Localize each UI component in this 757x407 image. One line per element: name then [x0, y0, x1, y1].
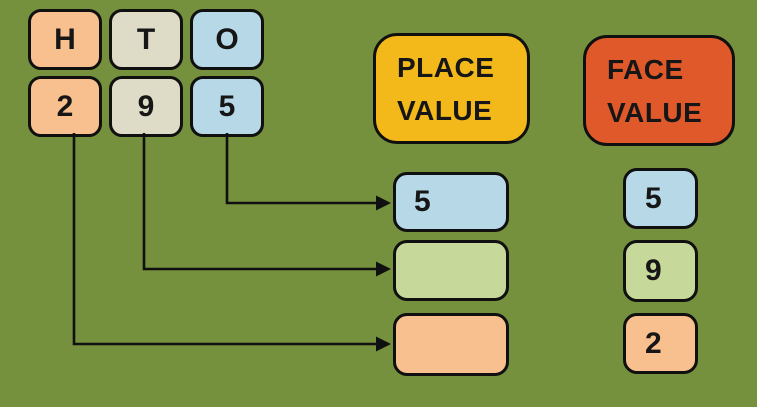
arrow-tens-icon — [142, 133, 391, 277]
place-value-tens-box — [393, 240, 509, 301]
column-header-ones-label: O — [215, 22, 239, 56]
place-value-ones-value: 5 — [414, 185, 431, 218]
digit-tens: 9 — [109, 76, 183, 137]
face-value-header-label: FACE VALUE — [607, 53, 703, 128]
face-value-hundreds-box: 2 — [623, 313, 698, 374]
digit-ones: 5 — [190, 76, 264, 137]
face-value-ones-box: 5 — [623, 168, 698, 229]
place-value-hundreds-box — [393, 313, 509, 376]
digit-hundreds: 2 — [28, 76, 102, 137]
place-value-ones-box: 5 — [393, 172, 509, 232]
face-value-hundreds-value: 2 — [645, 326, 662, 360]
column-header-hundreds-label: H — [54, 22, 76, 56]
column-header-tens-label: T — [136, 22, 156, 56]
face-value-tens-value: 9 — [645, 254, 662, 287]
arrow-ones-icon — [225, 133, 391, 211]
column-header-ones: O — [190, 9, 264, 70]
arrow-hundreds-icon — [72, 133, 391, 352]
face-value-ones-value: 5 — [645, 181, 662, 215]
face-value-header: FACE VALUE — [583, 35, 735, 146]
digit-ones-label: 5 — [218, 89, 236, 123]
column-header-hundreds: H — [28, 9, 102, 70]
digit-hundreds-label: 2 — [56, 89, 74, 123]
digit-tens-label: 9 — [137, 89, 155, 123]
column-header-tens: T — [109, 9, 183, 70]
face-value-tens-box: 9 — [623, 240, 698, 302]
place-value-header: PLACE VALUE — [373, 33, 530, 144]
place-value-header-label: PLACE VALUE — [397, 51, 495, 126]
